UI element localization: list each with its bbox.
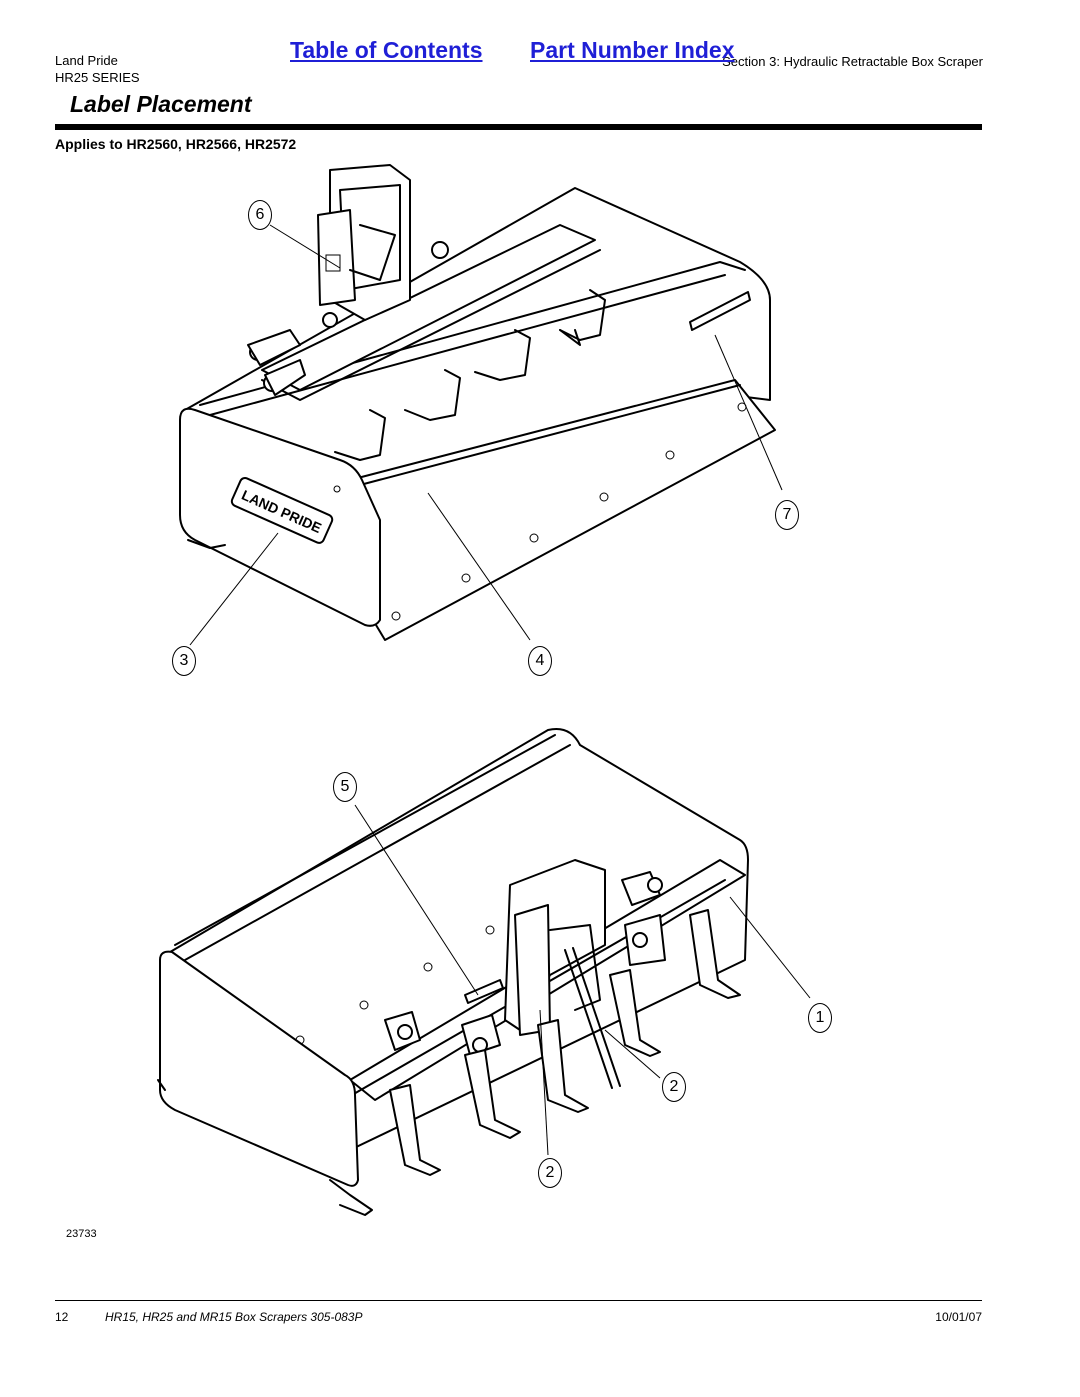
series-name: HR25 SERIES: [55, 70, 140, 85]
section-title: Section 3: Hydraulic Retractable Box Scr…: [722, 54, 983, 69]
table-of-contents-link[interactable]: Table of Contents: [290, 37, 483, 63]
bottom-box-scraper-drawing: [157, 728, 811, 1216]
callout-3: 3: [172, 646, 196, 676]
callout-2-lower: 2: [538, 1158, 562, 1188]
title-rule: [55, 124, 982, 130]
callout-2-upper: 2: [662, 1072, 686, 1102]
footer-rule: [55, 1300, 982, 1301]
callout-4: 4: [528, 646, 552, 676]
page-number: 12: [55, 1310, 69, 1324]
applies-to-heading: Applies to HR2560, HR2566, HR2572: [55, 136, 297, 152]
part-number-index-link[interactable]: Part Number Index: [530, 37, 735, 63]
document-title: HR15, HR25 and MR15 Box Scrapers 305-083…: [105, 1310, 363, 1324]
top-box-scraper-drawing: LAND PRIDE: [179, 164, 783, 646]
page-title: Label Placement: [70, 91, 252, 117]
callout-6: 6: [248, 200, 272, 230]
callout-7: 7: [775, 500, 799, 530]
document-date: 10/01/07: [935, 1310, 982, 1324]
figure-number: 23733: [66, 1228, 97, 1240]
callout-1: 1: [808, 1003, 832, 1033]
callout-5: 5: [333, 772, 357, 802]
brand-name: Land Pride: [55, 53, 118, 68]
